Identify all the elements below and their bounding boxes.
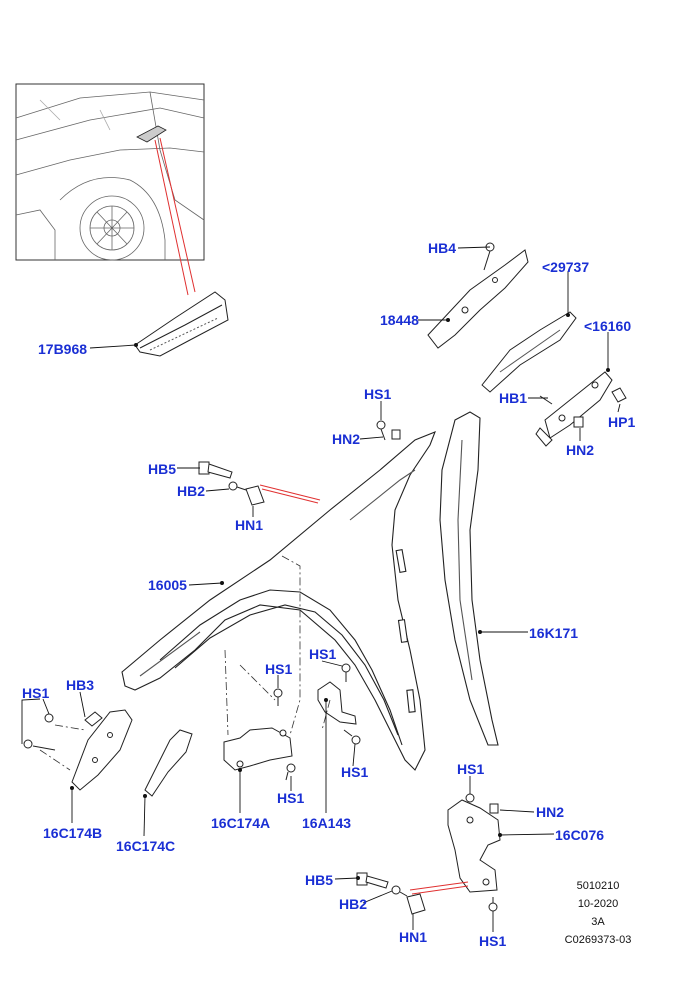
label-18448: 18448 [380,312,419,328]
vehicle-inset [15,83,205,261]
label-16k171: 16K171 [529,625,579,641]
bolt-hs1-top [376,420,386,441]
label-16c174a: 16C174A [211,815,271,831]
nut-hn2-right [573,416,584,428]
label-hb2-top: HB2 [177,483,206,499]
bracket-16c076 [447,799,501,893]
label-hs1-c: HS1 [341,764,369,780]
drawing-date: 10-2020 [577,898,619,910]
bolt-hs1-left [23,713,56,751]
label-hb2-bottom: HB2 [339,896,368,912]
drawing-code: 5010210 [576,880,620,892]
alignment-lines [39,555,331,771]
label-hb1: HB1 [499,390,528,406]
label-hb3: HB3 [66,677,95,693]
label-29737: <29737 [542,259,590,275]
label-hs1-top: HS1 [364,386,392,402]
bolt-hs1-bottom [488,897,498,912]
label-hn2-bottom: HN2 [536,804,565,820]
bolt-hb5-bottom [356,872,389,889]
drawing-reference: C0269373-03 [564,934,632,946]
bolt-hb5-top [198,461,233,479]
label-hs1-a: HS1 [265,661,293,677]
label-17b968: 17B968 [38,341,88,357]
bolt-hb1 [539,395,553,405]
bracket-16c174b [71,709,133,791]
bracket-18448 [427,249,529,349]
label-hb5-top: HB5 [148,461,177,477]
fastener-hp1 [611,387,627,403]
leader-lines [21,246,621,932]
bracket-16c174c [144,729,193,797]
drawing-revision: 3A [591,916,605,928]
nut-hn1-bottom [406,893,426,915]
label-hb5-bottom: HB5 [305,872,334,888]
label-16a143: 16A143 [302,815,352,831]
bolt-hs1-c [341,663,351,682]
bracket-16a143 [317,681,357,725]
label-16160: <16160 [584,318,632,334]
label-16c174b: 16C174B [43,825,103,841]
label-hs1-b: HS1 [277,790,305,806]
leader-dots [70,313,610,880]
bolt-hs1-b [285,763,296,781]
label-hn1-bottom: HN1 [399,929,428,945]
label-hs1-mid: HS1 [309,646,337,662]
bolt-hs1-d [343,729,361,745]
label-16c174c: 16C174C [116,838,176,854]
nut-hn2-bottom [489,803,499,814]
bolt-hs1-a [273,688,283,706]
bracket-16c174a [223,727,293,771]
seal-29737 [481,311,577,393]
fender-16005 [121,431,436,771]
hinge-16160 [535,371,613,447]
label-16005: 16005 [148,577,187,593]
label-hs1-bottom: HS1 [479,933,507,949]
label-16c076: 16C076 [555,827,605,843]
nut-hn2-top [391,429,401,440]
label-hn2-top: HN2 [332,431,361,447]
label-hn1-top: HN1 [235,517,264,533]
seal-16k171 [439,411,499,746]
bolt-hb2-bottom [391,885,408,897]
label-hb4: HB4 [428,240,457,256]
label-hs1-left: HS1 [22,685,50,701]
vent-17b968 [134,291,229,357]
bolt-hb2-top [228,481,247,491]
nut-hn1-top [245,485,265,506]
bolt-hs1-bottom-a [465,793,475,803]
bolt-hb3 [84,711,103,727]
label-hn2-right: HN2 [566,442,595,458]
label-hp1: HP1 [608,414,636,430]
label-hs1-d: HS1 [457,761,485,777]
